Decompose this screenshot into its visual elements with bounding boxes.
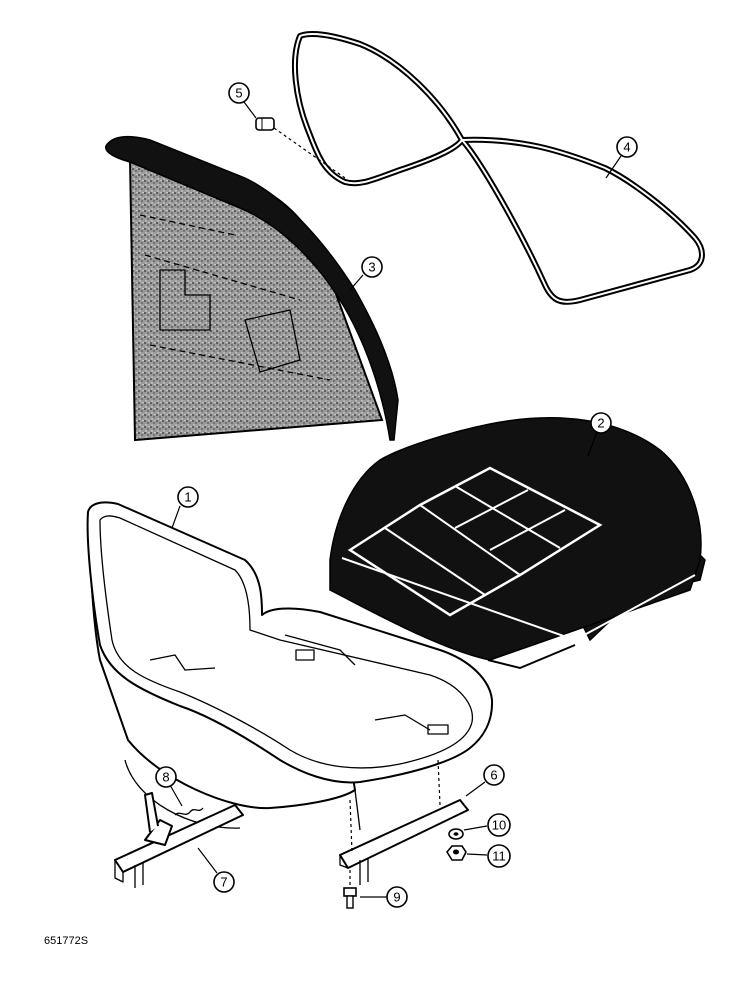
figure-reference-code: 651772S — [44, 935, 88, 947]
back-trim-welt — [292, 31, 705, 305]
callout-2: 2 — [587, 412, 612, 457]
svg-text:4: 4 — [623, 140, 630, 155]
nut — [446, 845, 467, 861]
callout-6: 6 — [465, 764, 505, 797]
callout-9: 9 — [360, 886, 408, 908]
trim-clip — [255, 117, 346, 179]
callout-8: 8 — [155, 766, 183, 807]
callout-5: 5 — [228, 82, 257, 119]
seat-pan — [86, 501, 494, 831]
washer — [448, 828, 464, 840]
right-slide-rail — [339, 759, 469, 885]
svg-text:7: 7 — [220, 875, 227, 890]
back-cushion — [105, 135, 399, 442]
svg-text:8: 8 — [162, 770, 169, 785]
svg-text:11: 11 — [492, 849, 506, 864]
svg-text:10: 10 — [492, 818, 506, 833]
callout-3: 3 — [349, 256, 383, 291]
left-slide-rail — [114, 792, 244, 888]
svg-text:3: 3 — [368, 260, 375, 275]
svg-text:1: 1 — [184, 490, 191, 505]
callout-10: 10 — [463, 813, 511, 837]
seat-cushion — [329, 417, 706, 670]
callout-1: 1 — [171, 486, 199, 529]
svg-text:5: 5 — [235, 86, 242, 101]
svg-text:9: 9 — [393, 890, 400, 905]
callout-7: 7 — [197, 847, 235, 893]
callout-11: 11 — [466, 844, 511, 868]
svg-text:2: 2 — [597, 416, 604, 431]
callout-4: 4 — [605, 136, 638, 179]
bolt — [343, 870, 357, 909]
seat-cushion-quilt-panels — [347, 466, 603, 617]
svg-text:6: 6 — [490, 768, 497, 783]
